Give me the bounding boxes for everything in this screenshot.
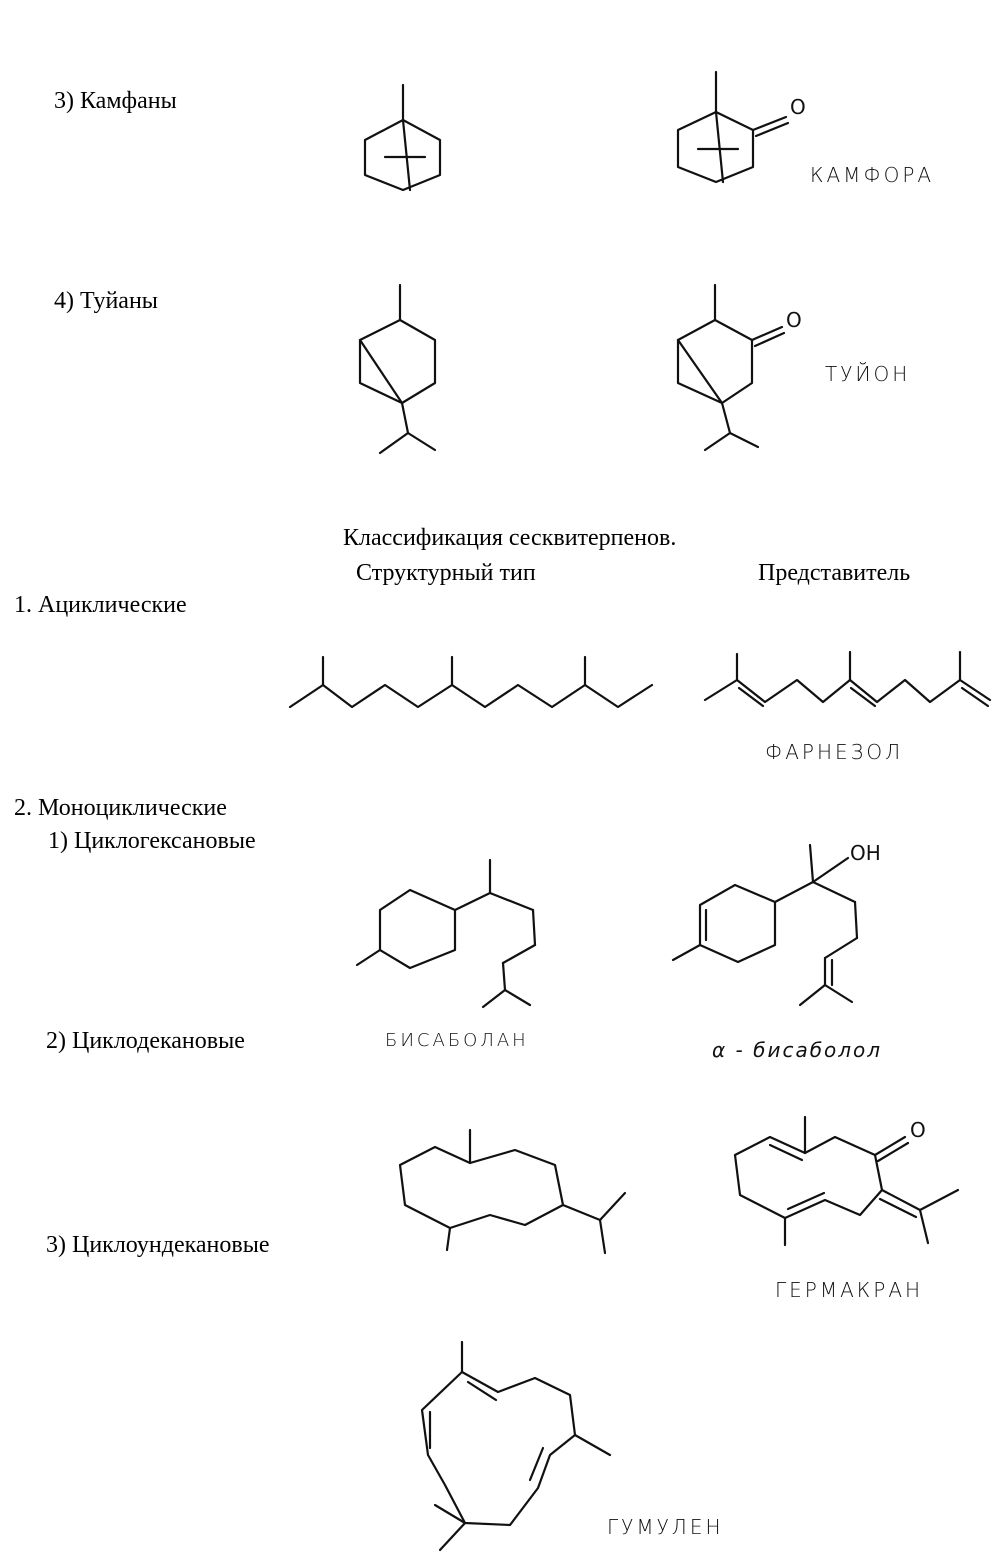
farnesol-name: ФАРНЕЗОЛ bbox=[765, 740, 904, 764]
germacrone-oxo-label: O bbox=[910, 1118, 926, 1142]
humulene-name: ГУМУЛЕН bbox=[607, 1515, 724, 1539]
cyclodecane-label: 2) Циклодекановые bbox=[46, 1028, 245, 1054]
cycloundecane-label: 3) Циклоундекановые bbox=[46, 1232, 270, 1258]
monocyclic-label: 2. Моноциклические bbox=[14, 795, 227, 821]
camphor-name: КАМФОРА bbox=[810, 163, 935, 187]
thujanes-label: 4) Туйаны bbox=[54, 288, 158, 314]
germacrane-name: ГЕРМАКРАН bbox=[775, 1278, 924, 1302]
bisabolol-oh-label: OH bbox=[850, 841, 881, 865]
germacrone-structure: O bbox=[733, 1115, 960, 1247]
thujone-name: ТУЙОН bbox=[825, 362, 911, 386]
column-representative: Представитель bbox=[758, 560, 911, 586]
humulene-structure bbox=[420, 1340, 612, 1552]
cyclodecane-structure bbox=[398, 1128, 627, 1255]
bisabolane-structure bbox=[355, 858, 537, 1009]
farnesane-structure bbox=[288, 655, 654, 709]
camphor-oxo-label: O bbox=[790, 95, 806, 119]
thujane-structure bbox=[358, 283, 437, 455]
acyclic-label: 1. Ациклические bbox=[14, 592, 187, 618]
bisabolane-name: БИСАБОЛАН bbox=[385, 1030, 529, 1051]
classification-title: Классификация сесквитерпенов. bbox=[343, 525, 677, 551]
camphane-structure bbox=[363, 83, 442, 192]
farnesol-structure bbox=[703, 650, 992, 708]
cyclohexane-label: 1) Циклогексановые bbox=[48, 828, 256, 854]
column-structural-type: Структурный тип bbox=[356, 560, 536, 586]
bisabolol-name: α - бисаболол bbox=[712, 1038, 883, 1062]
bisabolol-structure: OH bbox=[671, 841, 881, 1007]
thujone-oxo-label: O bbox=[786, 308, 802, 332]
camphor-structure: O bbox=[676, 70, 806, 184]
camphanes-label: 3) Камфаны bbox=[54, 88, 177, 114]
thujone-structure: O bbox=[676, 283, 802, 452]
